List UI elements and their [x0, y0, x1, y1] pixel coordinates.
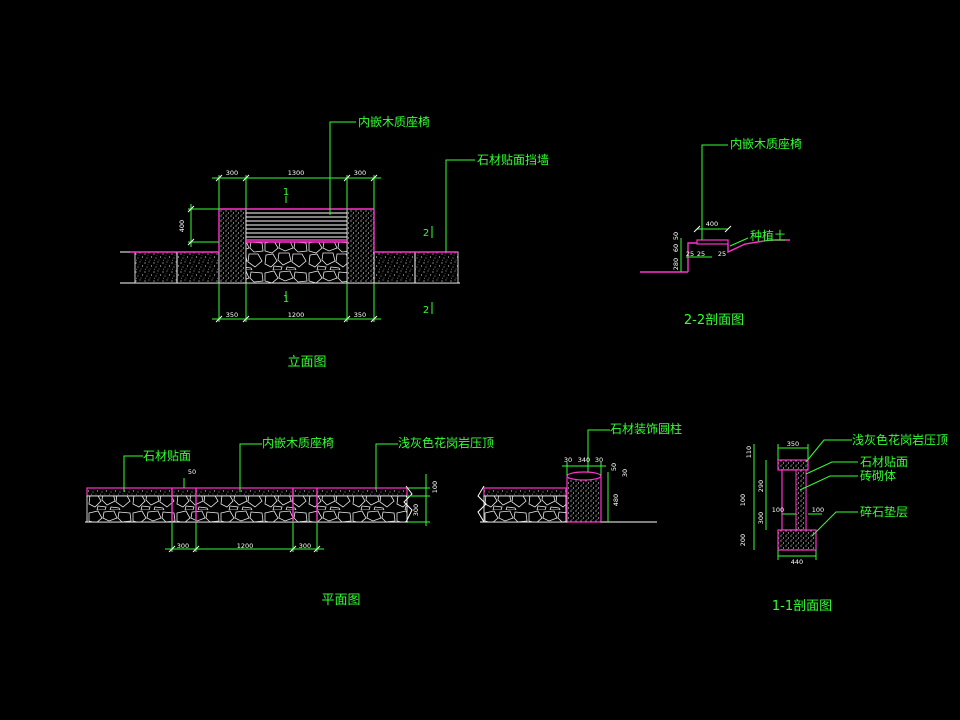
title-plan: 平面图 [321, 593, 360, 608]
tick [693, 225, 701, 233]
label-granite-11: 浅灰色花岗岩压顶 [852, 432, 948, 447]
label-granite-plan: 浅灰色花岗岩压顶 [398, 435, 494, 450]
column-dimension [562, 462, 606, 476]
dim-290: 290 [757, 480, 765, 492]
granite-cap-11 [777, 459, 809, 471]
dim-340: 340 [578, 456, 590, 464]
dim-25-b: 25 [697, 250, 705, 258]
granite-capping [86, 487, 408, 497]
dim-100-plan: 100 [431, 481, 439, 493]
stone-column [566, 475, 602, 523]
dim-350-11: 350 [787, 440, 799, 448]
title-section-22: 2-2剖面图 [684, 313, 744, 328]
label-bench: 内嵌木质座椅 [358, 114, 430, 129]
dim-100-11a: 100 [772, 506, 784, 514]
height-dimension [187, 204, 219, 247]
dim-100-11b: 100 [812, 506, 824, 514]
leader-stone-11 [805, 461, 858, 475]
leader-bench [329, 121, 356, 215]
dim-300-plan: 300 [412, 504, 420, 516]
dim-350-left: 350 [226, 311, 238, 319]
gravel-bed-11 [777, 529, 817, 551]
dim-50-plan: 50 [188, 468, 196, 476]
dim-400-22: 400 [706, 220, 718, 228]
section-mark-1-top: 1 [283, 187, 289, 198]
wall-profile [687, 242, 697, 272]
dim-300-b: 300 [299, 542, 311, 550]
label-wall: 石材贴面挡墙 [477, 153, 549, 167]
dim-30-b: 30 [595, 456, 603, 464]
right-pier [346, 208, 375, 284]
section-mark-2-top: 2 [423, 228, 429, 239]
top-dimension [212, 174, 381, 209]
elevation-view: 300 1300 300 400 350 1200 350 1 [120, 114, 549, 370]
dim-30-a: 30 [564, 456, 572, 464]
label-bench-plan: 内嵌木质座椅 [262, 435, 334, 450]
dim-300-left: 300 [226, 169, 238, 177]
plan-view: 石材贴面 内嵌木质座椅 浅灰色花岗岩压顶 石材装饰圆柱 50 300 1200 … [85, 421, 682, 608]
dim-300-a: 300 [177, 542, 189, 550]
dim-25-a: 25 [686, 250, 694, 258]
leader-column [587, 429, 610, 472]
leader-bench-plan [239, 443, 262, 492]
leader-bench-22 [701, 144, 728, 240]
tick [724, 225, 732, 233]
stone-base [245, 241, 348, 284]
bench-seat [696, 239, 729, 245]
title-section-11: 1-1剖面图 [772, 599, 832, 614]
leader-stone [123, 455, 143, 492]
stone-wall-left [86, 495, 408, 523]
left-pier [218, 208, 247, 284]
right-low-wall [373, 251, 459, 284]
dim-25-c: 25 [718, 250, 726, 258]
label-stone-plan: 石材贴面 [143, 449, 191, 463]
dim-400: 400 [178, 220, 186, 232]
leader-wall [445, 159, 475, 252]
granite-capping-right [483, 487, 567, 497]
dim-50: 50 [672, 232, 680, 240]
dim-col-side-30: 30 [621, 469, 629, 477]
leader-granite-plan [375, 443, 398, 490]
plan-right-dimension [408, 474, 430, 526]
label-stone-11: 石材贴面 [860, 455, 908, 469]
soil-leader [729, 237, 749, 247]
stone-wall-right [483, 495, 567, 523]
dim-1300: 1300 [288, 169, 305, 177]
dim-480: 480 [612, 494, 620, 506]
label-column: 石材装饰圆柱 [610, 421, 682, 436]
dim-350-right: 350 [354, 311, 366, 319]
dim-200-left: 200 [739, 534, 747, 546]
label-bench-22: 内嵌木质座椅 [730, 136, 802, 151]
break-mark-right [477, 485, 487, 523]
dim-1200-plan: 1200 [237, 542, 254, 550]
dim-col-top-50: 50 [610, 463, 618, 471]
dim-110: 110 [745, 446, 753, 458]
break-mark-left [403, 485, 413, 523]
column-top [566, 471, 602, 481]
dim-300-right: 300 [354, 169, 366, 177]
dim-440-11: 440 [791, 558, 803, 566]
leader-gravel-11 [811, 511, 858, 537]
dim-300-left: 300 [757, 512, 765, 524]
stone-facing-11 [795, 469, 807, 531]
section-mark-1-bottom: 1 [283, 294, 289, 305]
dim-280: 280 [672, 258, 680, 270]
title-elevation: 立面图 [287, 355, 326, 370]
leader-granite-11 [805, 439, 852, 463]
bottom-dimension [212, 283, 381, 323]
label-soil: 种植土 [750, 228, 786, 243]
label-gravel-11: 碎石垫层 [860, 504, 908, 519]
dim-1200: 1200 [288, 311, 305, 319]
dim-60: 60 [672, 244, 680, 252]
wooden-bench-slats [245, 208, 348, 243]
label-brick-11: 砖砌体 [860, 468, 896, 483]
section-2-2-view: 内嵌木质座椅 400 种植土 280 60 50 25 25 25 2-2剖面图 [640, 136, 802, 328]
section-mark-2-bottom: 2 [423, 305, 429, 316]
leader-brick-11 [799, 475, 858, 491]
plan-bottom-dimension [165, 522, 324, 553]
dim-100-left: 100 [739, 494, 747, 506]
soil-line [727, 239, 790, 254]
section-1-1-view: 350 440 100 100 110 290 100 300 200 浅灰色花… [739, 432, 948, 614]
